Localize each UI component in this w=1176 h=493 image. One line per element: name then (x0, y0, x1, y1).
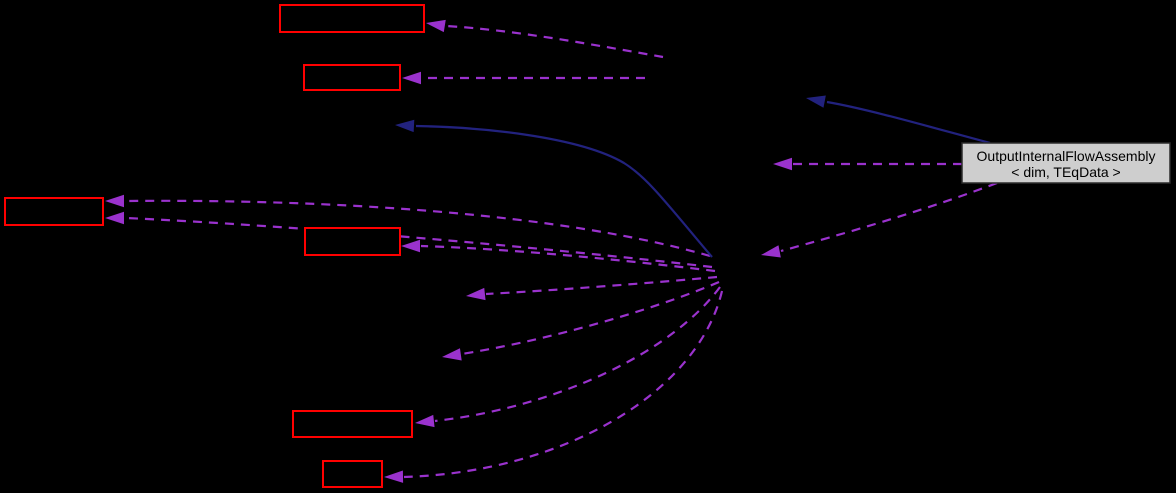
red-node-second[interactable] (303, 64, 401, 91)
usage-edge-to-left-box-lower-arrowhead (105, 211, 124, 225)
usage-edge-to-lower-box (434, 286, 721, 423)
usage-edge-to-bottom-box-arrowhead (384, 470, 404, 483)
usage-edge-to-hidden-node-b (461, 280, 720, 356)
red-node-bottom[interactable] (322, 460, 383, 488)
usage-edge-main-to-hidden-arrowhead (773, 157, 792, 171)
red-node-top[interactable] (279, 4, 425, 33)
usage-edge-to-hidden-node-b-arrowhead (442, 348, 462, 361)
usage-edge-to-second-box-arrowhead (402, 71, 421, 85)
red-node-left[interactable] (4, 197, 104, 226)
main-class-node-label-line2: < dim, TEqData > (1011, 164, 1120, 180)
usage-edge-to-lower-box-arrowhead (415, 414, 435, 428)
usage-edge-to-bottom-box (403, 290, 724, 479)
usage-edge-to-middle-box-arrowhead (401, 239, 420, 253)
usage-edge-to-left-box-upper-arrowhead (105, 194, 124, 208)
main-class-node-label-line1: OutputInternalFlowAssembly (977, 148, 1156, 164)
usage-edge-to-left-box-lower (125, 216, 713, 269)
red-node-middle[interactable] (304, 227, 401, 256)
inherit-edge-from-main-arrowhead (806, 95, 826, 108)
inherit-edge-from-hub-arrowhead (395, 119, 415, 133)
usage-edge-main-to-hub-arrowhead (761, 245, 781, 258)
inherit-edge-from-main (826, 100, 991, 145)
inherit-edge-from-hub (415, 124, 713, 258)
usage-edge-to-top-box (445, 24, 664, 59)
usage-edge-to-left-box-upper (125, 199, 711, 258)
usage-edge-to-top-box-arrowhead (426, 19, 446, 33)
red-node-lower[interactable] (292, 410, 413, 438)
usage-edge-to-hidden-node-a-arrowhead (466, 287, 486, 301)
main-class-node (961, 142, 1171, 184)
usage-edge-main-to-hub (780, 181, 998, 253)
usage-edge-to-hidden-node-a (485, 275, 718, 296)
